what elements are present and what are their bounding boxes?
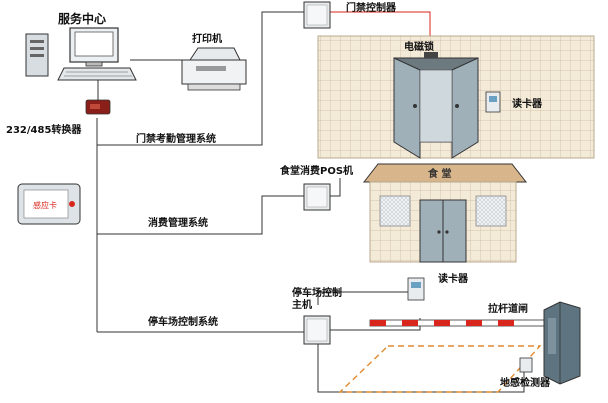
card-reader-icon [485, 91, 501, 113]
controller-box-icon [303, 183, 331, 211]
magnetic-lock-label: 电磁锁 [404, 40, 434, 53]
controller-box-icon [303, 1, 331, 29]
printer-icon [181, 47, 247, 91]
ground-detector-label: 地感检测器 [500, 376, 551, 389]
card-reader-door-label: 读卡器 [512, 97, 543, 110]
consumption-system-label: 消费管理系统 [148, 216, 208, 229]
converter-icon [85, 99, 111, 115]
barrier-gate-icon [369, 301, 581, 385]
canteen-building [362, 163, 528, 263]
access-system-label: 门禁考勤管理系统 [136, 132, 216, 145]
barrier-gate-label: 拉杆道闸 [488, 302, 528, 315]
id-card-label: 感应卡 [33, 200, 57, 210]
service-center-label: 服务中心 [58, 11, 106, 26]
parking-zone [338, 345, 542, 393]
parking-system-label: 停车场控制系统 [148, 315, 218, 328]
parking-host-label: 停车场控制主机 [292, 286, 342, 311]
door-controller-label: 门禁控制器 [346, 1, 397, 14]
canteen-pos-label: 食堂消费POS机 [279, 164, 353, 177]
controller-box-icon [303, 315, 331, 345]
card-reader-parking-label: 读卡器 [438, 272, 469, 285]
card-reader-icon [407, 277, 425, 301]
computer-icon [25, 27, 137, 81]
printer-label: 打印机 [192, 32, 222, 45]
ground-sensor-icon [519, 357, 533, 373]
converter-label: 232/485转换器 [6, 123, 82, 136]
id-card-icon [17, 183, 81, 225]
canteen-sign: 食 堂 [427, 167, 451, 180]
access-wall [317, 35, 595, 159]
